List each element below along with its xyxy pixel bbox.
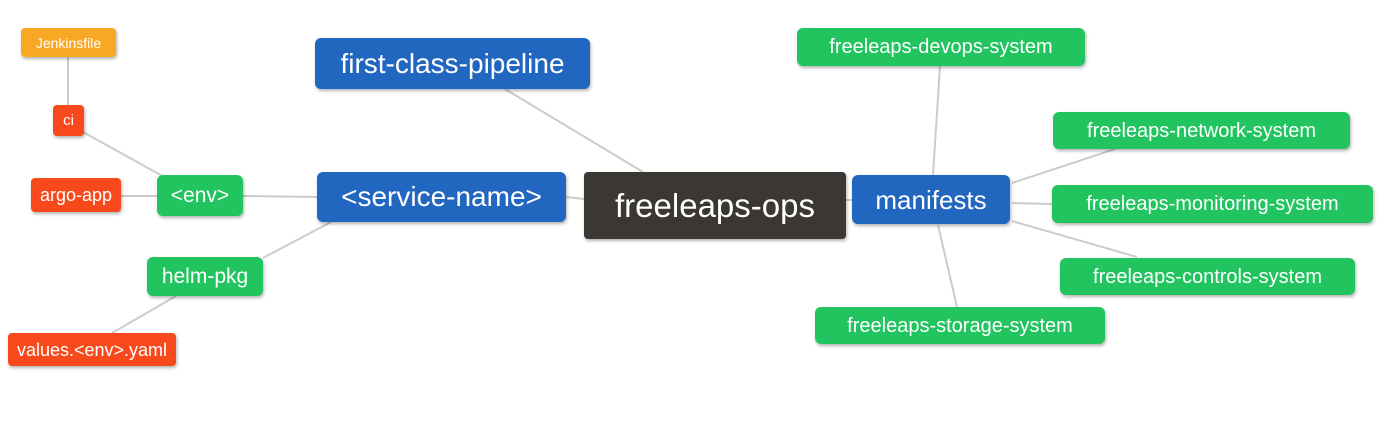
node-freeleaps-storage-system[interactable]: freeleaps-storage-system [815, 307, 1105, 344]
node-freeleaps-ops[interactable]: freeleaps-ops [584, 172, 846, 239]
edge-manifests-storage-system [937, 224, 958, 308]
edge-manifests-devops-system [932, 65, 941, 176]
edge-first-class-pipeline-freeleaps-ops [504, 88, 644, 173]
edge-manifests-network-system [1011, 148, 1116, 184]
node-freeleaps-controls-system[interactable]: freeleaps-controls-system [1060, 258, 1355, 295]
node-env[interactable]: <env> [157, 175, 243, 216]
edge-ci-env [82, 131, 167, 179]
edge-helm-pkg-service-name [262, 221, 332, 259]
node-manifests[interactable]: manifests [852, 175, 1010, 224]
node-first-class-pipeline[interactable]: first-class-pipeline [315, 38, 590, 89]
node-freeleaps-devops-system[interactable]: freeleaps-devops-system [797, 28, 1085, 66]
node-argo-app[interactable]: argo-app [31, 178, 121, 212]
node-ci[interactable]: ci [53, 105, 84, 136]
edge-service-name-freeleaps-ops [565, 196, 585, 200]
edge-env-service-name [242, 195, 318, 198]
node-freeleaps-network-system[interactable]: freeleaps-network-system [1053, 112, 1350, 149]
edge-manifests-controls-system [1011, 220, 1138, 258]
node-helm-pkg[interactable]: helm-pkg [147, 257, 263, 296]
edge-values-env-yaml-helm-pkg [111, 295, 177, 334]
node-values-env-yaml[interactable]: values.<env>.yaml [8, 333, 176, 366]
node-service-name[interactable]: <service-name> [317, 172, 566, 222]
edge-manifests-monitoring-system [1011, 202, 1053, 205]
node-jenkinsfile[interactable]: Jenkinsfile [21, 28, 116, 57]
node-freeleaps-monitoring-system[interactable]: freeleaps-monitoring-system [1052, 185, 1373, 223]
